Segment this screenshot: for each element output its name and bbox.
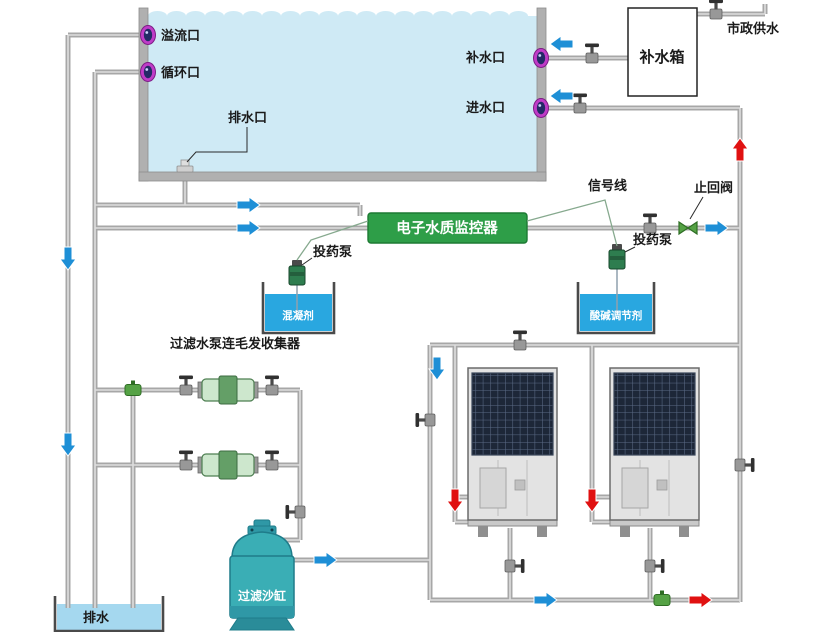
pump2-inlet-valve-icon bbox=[178, 450, 194, 471]
unit1-drain-valve-icon bbox=[504, 558, 525, 574]
check-valve-leader bbox=[689, 196, 704, 220]
municipal-supply-label: 市政供水 bbox=[727, 21, 780, 36]
municipal-valve-icon bbox=[708, 0, 724, 20]
overflow-port-label: 溢流口 bbox=[161, 28, 200, 43]
flow-arrow-left-icon bbox=[549, 87, 574, 105]
floor-drain-label: 排水 bbox=[83, 610, 110, 625]
refill-port-label: 补水口 bbox=[465, 50, 505, 65]
flow-arrow-left-icon bbox=[549, 35, 574, 53]
flow-arrow-right-icon bbox=[533, 591, 558, 609]
floor-drain-basin bbox=[53, 596, 165, 632]
inlet-port-icon bbox=[533, 98, 549, 118]
dosing-pump-left-icon bbox=[288, 259, 306, 286]
drain-basin-water bbox=[57, 604, 161, 631]
dosing-left-leader bbox=[301, 257, 313, 266]
refill-port-icon bbox=[533, 48, 549, 68]
flow-arrow-right-icon bbox=[704, 219, 729, 237]
labels: 溢流口 循环口 排水口 补水口 进水口 市政供水 信号线 止回阀 投药泵 投药泵… bbox=[83, 21, 780, 625]
signal-lines bbox=[296, 199, 618, 261]
flow-arrow-right-icon bbox=[236, 219, 261, 237]
drain-basin-walls bbox=[53, 596, 165, 632]
pump1-inlet-valve-icon bbox=[178, 375, 194, 396]
hot-flow-arrow-up-icon bbox=[731, 137, 749, 162]
heat-pump-unit-1 bbox=[467, 367, 558, 538]
bypass-valve-icon bbox=[415, 412, 436, 428]
dosing-right-leader bbox=[624, 246, 636, 253]
filter-pump-2 bbox=[197, 450, 259, 480]
pool-walls bbox=[138, 7, 547, 182]
leader-lines bbox=[186, 127, 704, 266]
swimming-pool bbox=[138, 7, 547, 182]
refill-tank-box bbox=[627, 7, 698, 97]
pump2-outlet-valve-icon bbox=[264, 450, 280, 471]
refill-tank: 补水箱 bbox=[627, 7, 698, 97]
heat-pump-unit-2 bbox=[609, 367, 700, 538]
hot-flow-arrow-right-icon bbox=[688, 591, 713, 609]
bottom-line-valve-icon bbox=[653, 590, 671, 606]
signal-line-label: 信号线 bbox=[588, 178, 627, 193]
check-valve-label: 止回阀 bbox=[694, 180, 733, 195]
filter-pump-1 bbox=[197, 375, 259, 405]
filter-inlet-valve-icon bbox=[285, 504, 306, 520]
signal-line-right bbox=[526, 199, 618, 247]
monitor-label: 电子水质监控器 bbox=[396, 219, 498, 237]
dosing-pump-right-label: 投药泵 bbox=[633, 232, 672, 247]
dosing-tubes bbox=[296, 268, 618, 314]
coagulant-tank bbox=[261, 282, 336, 335]
monitor-box bbox=[367, 212, 528, 244]
ph-adjuster-tank bbox=[576, 282, 656, 335]
backwash-drain-valve-icon bbox=[124, 380, 142, 396]
check-valve-icon bbox=[678, 220, 698, 236]
pool-water-wave bbox=[148, 11, 537, 26]
pool-drain-leader bbox=[186, 127, 248, 163]
flow-arrow-right-icon bbox=[236, 196, 261, 214]
inlet-port-label: 进水口 bbox=[466, 100, 505, 115]
ph-adjuster-label: 酸碱调节剂 bbox=[590, 309, 643, 322]
circulation-port-label: 循环口 bbox=[161, 65, 200, 80]
coagulant-label: 混凝剂 bbox=[282, 309, 314, 322]
pool-drain-label: 排水口 bbox=[228, 110, 267, 125]
coagulant-walls bbox=[261, 282, 336, 335]
sand-filter-label: 过滤沙缸 bbox=[238, 588, 286, 603]
water-quality-monitor: 电子水质监控器 bbox=[367, 212, 528, 244]
valves bbox=[124, 0, 755, 606]
flow-arrow-down-icon bbox=[59, 246, 77, 271]
sand-filter: 过滤沙缸 bbox=[229, 519, 295, 631]
inlet-valve-icon bbox=[572, 93, 588, 114]
heat-pump-supply-valve-icon bbox=[512, 330, 528, 351]
refill-tank-label: 补水箱 bbox=[638, 48, 684, 66]
dosing-pump-left-label: 投药泵 bbox=[313, 244, 352, 259]
hot-flow-arrow-down-icon bbox=[446, 488, 464, 513]
unit2-drain-valve-icon bbox=[644, 558, 665, 574]
filter-pump-assembly-label: 过滤水泵连毛发收集器 bbox=[170, 336, 301, 351]
hot-flow-arrow-down-icon bbox=[583, 488, 601, 513]
ph-adjuster-walls bbox=[576, 282, 656, 335]
flow-arrow-right-icon bbox=[313, 551, 338, 569]
pool-water bbox=[148, 16, 537, 172]
coagulant-water bbox=[265, 294, 332, 331]
pool-bottom-drain-fitting bbox=[176, 159, 194, 173]
signal-line-left bbox=[296, 220, 369, 261]
refill-valve-icon bbox=[584, 43, 600, 64]
overflow-port-icon bbox=[140, 25, 156, 45]
ph-adjuster-water bbox=[580, 294, 652, 331]
flow-arrow-down-icon bbox=[59, 432, 77, 457]
return-line-valve-icon bbox=[642, 213, 658, 234]
pump1-outlet-valve-icon bbox=[264, 375, 280, 396]
riser-valve-icon bbox=[734, 457, 755, 473]
dosing-pump-right-icon bbox=[608, 243, 626, 270]
circulation-port-icon bbox=[140, 62, 156, 82]
